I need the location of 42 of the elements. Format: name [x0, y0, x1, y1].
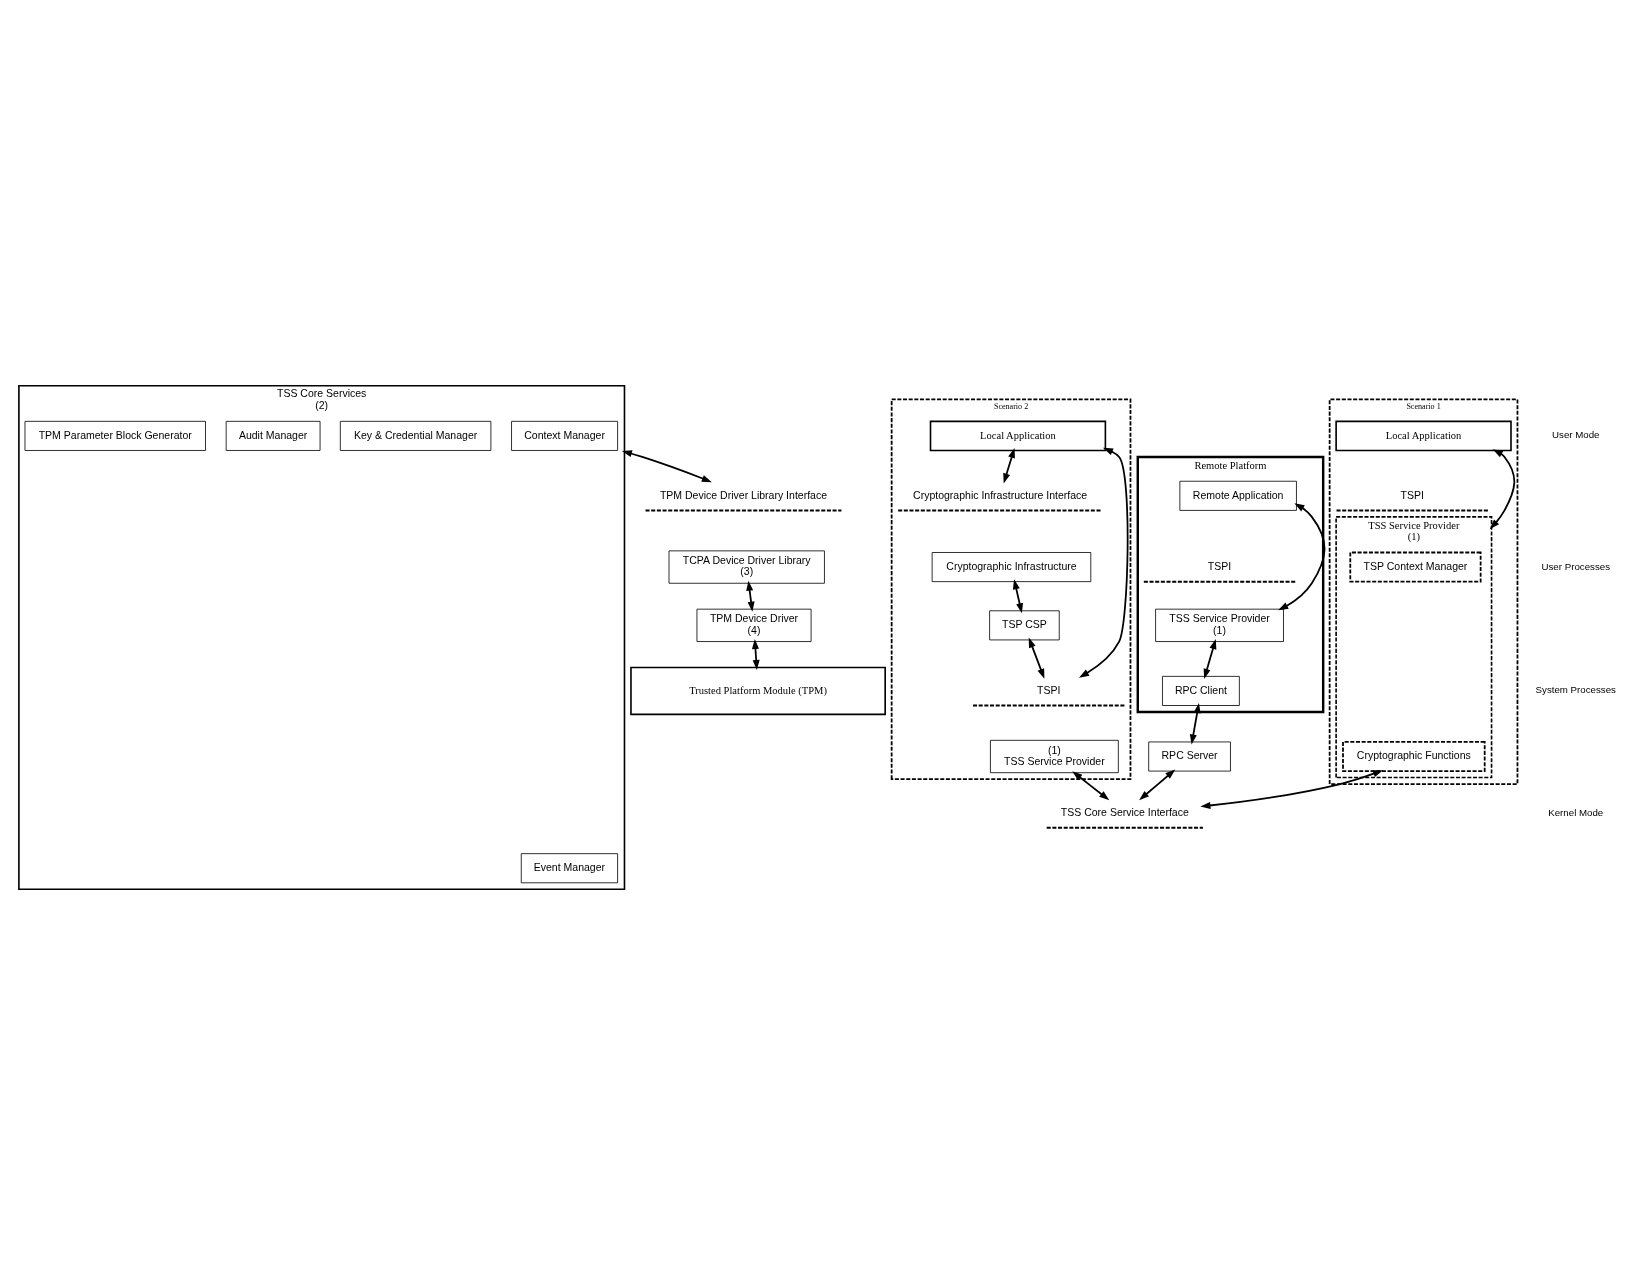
- node-box: Remote Application: [1179, 480, 1297, 511]
- node-box: TSP Context Manager: [1349, 551, 1482, 583]
- arrow: [1078, 447, 1129, 678]
- arrow: [1072, 770, 1110, 800]
- arrow: [1278, 502, 1326, 610]
- node-box: Cryptographic Infrastructure: [931, 551, 1092, 582]
- node-box: Context Manager: [511, 420, 618, 451]
- node-text: Cryptographic Infrastructure Interface: [913, 488, 1088, 501]
- label: User Processes: [1541, 560, 1610, 572]
- node-text: TSPI: [1400, 488, 1424, 501]
- node-box: Key & Credential Manager: [339, 420, 492, 451]
- node-box: TCPA Device Driver Library (3): [668, 549, 825, 584]
- arrow: [1200, 769, 1384, 809]
- node-box: TSS Service Provider (1): [1155, 608, 1284, 642]
- node-box: RPC Client: [1162, 675, 1240, 706]
- label: Kernel Mode: [1548, 806, 1604, 818]
- label: User Mode: [1552, 428, 1600, 440]
- node-box: Event Manager: [520, 852, 618, 883]
- node-text: TSPI: [1037, 683, 1061, 696]
- node-box: Local Application: [1335, 420, 1512, 451]
- label: System Processes: [1535, 683, 1616, 695]
- node-text: TSS Core Service Interface: [1060, 805, 1189, 818]
- node-box: TSP CSP: [989, 609, 1060, 640]
- node-box: Local Application: [929, 420, 1107, 451]
- node-box: Audit Manager: [225, 420, 321, 451]
- arrow: [1139, 768, 1176, 800]
- node-box: Trusted Platform Module (TPM): [630, 666, 886, 715]
- node-text: TPM Device Driver Library Interface: [659, 488, 828, 501]
- arrow: [751, 638, 760, 670]
- node-box: (1) TSS Service Provider: [990, 739, 1119, 773]
- arrow: [621, 449, 712, 482]
- arrow: [1203, 638, 1217, 679]
- arrow: [1003, 447, 1015, 483]
- node-box: TPM Device Driver (4): [696, 608, 812, 642]
- arrow: [1189, 702, 1201, 744]
- arrow: [1012, 578, 1024, 613]
- node-box: TPM Parameter Block Generator: [24, 420, 206, 451]
- node-text: TSPI: [1207, 559, 1232, 572]
- arrow: [1028, 637, 1045, 679]
- node-box: Cryptographic Functions: [1342, 740, 1486, 772]
- arrow: [1489, 448, 1516, 529]
- node-box: RPC Server: [1148, 741, 1231, 771]
